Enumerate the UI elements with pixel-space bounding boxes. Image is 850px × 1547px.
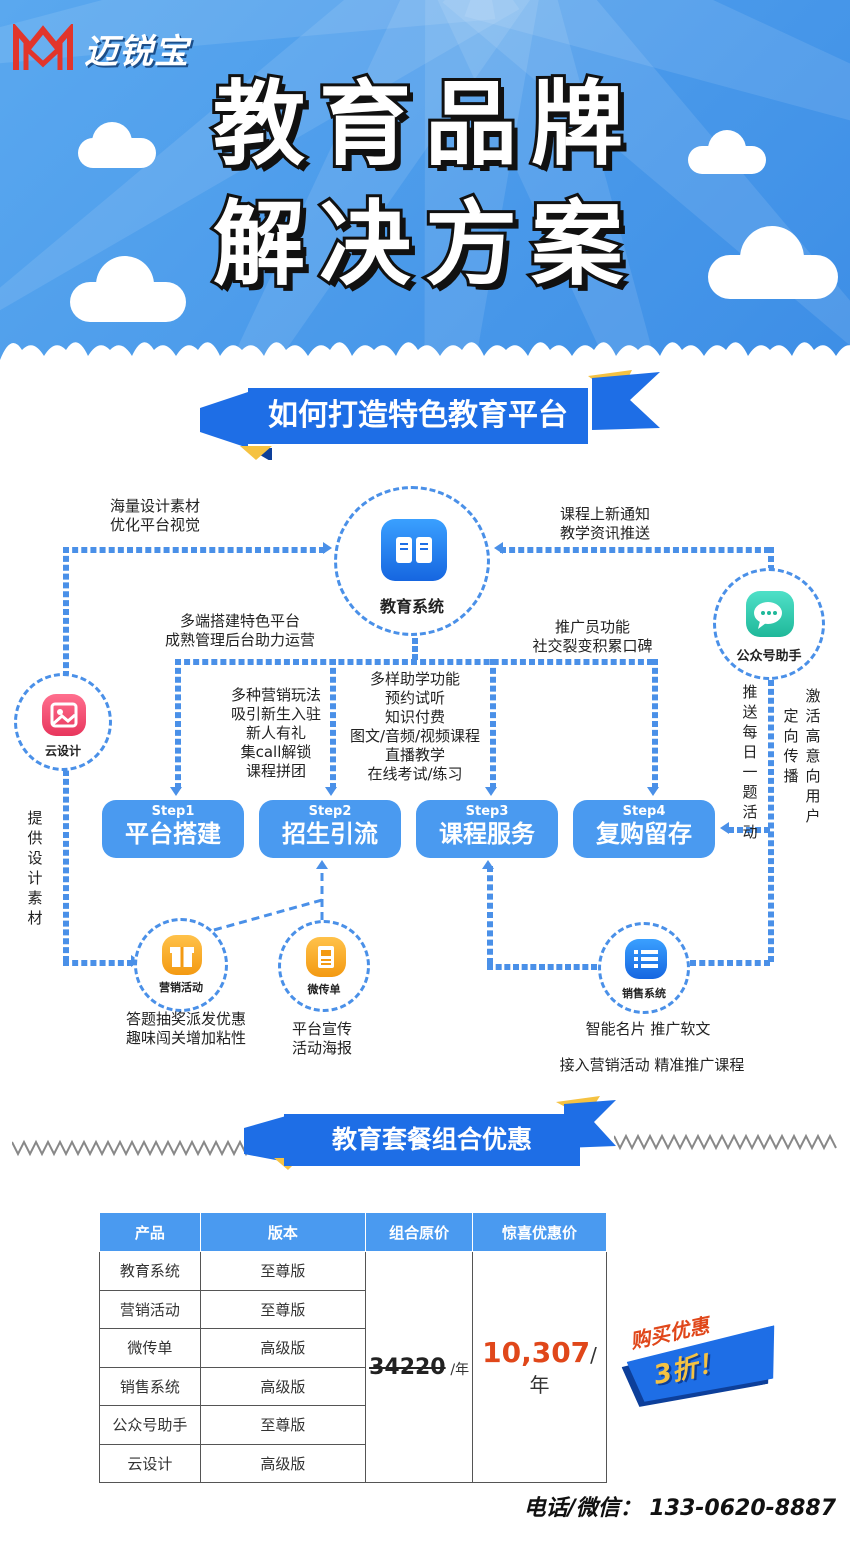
node-marketing-activity[interactable]: 营销活动 xyxy=(134,918,228,1012)
package-table: 产品 版本 组合原价 惊喜优惠价 教育系统 至尊版 34220 /年 10,30… xyxy=(99,1212,607,1483)
vertical-note-right-3: 激活高意向用户 xyxy=(805,687,821,825)
cell-sale-price: 10,307/年 xyxy=(472,1251,607,1483)
step-label: 课程服务 xyxy=(439,820,535,848)
section1-ribbon-decoration xyxy=(200,370,660,460)
hero-title-line1: 教育品牌 xyxy=(210,68,637,181)
note-left-top: 海量设计素材优化平台视觉 xyxy=(110,497,201,534)
step-3-box[interactable]: Step3 课程服务 xyxy=(416,800,558,858)
section2-title: 教育套餐组合优惠 xyxy=(284,1114,580,1166)
cell-version: 高级版 xyxy=(199,1328,367,1368)
contact-info: 电话/微信： 133-0620-8887 xyxy=(523,1496,836,1521)
cell-product: 云设计 xyxy=(99,1443,201,1483)
table-row: 教育系统 至尊版 34220 /年 10,307/年 xyxy=(99,1251,607,1483)
gift-icon xyxy=(162,935,202,975)
step-label: 平台搭建 xyxy=(125,820,221,848)
node-label: 云设计 xyxy=(44,744,81,758)
node-label: 微传单 xyxy=(307,983,341,996)
table-header-row: 产品 版本 组合原价 惊喜优惠价 xyxy=(99,1212,607,1252)
table-row: 公众号助手 至尊版 xyxy=(99,1405,607,1445)
flyer-icon xyxy=(306,937,346,977)
cell-product: 公众号助手 xyxy=(99,1405,201,1445)
cell-product: 销售系统 xyxy=(99,1366,201,1406)
node-label: 销售系统 xyxy=(622,987,666,1000)
node-label: 营销活动 xyxy=(159,981,203,994)
node-micro-flyer[interactable]: 微传单 xyxy=(278,920,370,1012)
step-4-box[interactable]: Step4 复购留存 xyxy=(573,800,715,858)
node-sales-system[interactable]: 销售系统 xyxy=(598,922,690,1014)
brand-name: 迈锐宝 xyxy=(84,32,189,72)
step-tag: Step2 xyxy=(308,804,352,819)
chat-bubble-icon xyxy=(746,591,794,637)
col-header-original-price: 组合原价 xyxy=(365,1212,474,1252)
node-wechat-assistant[interactable]: 公众号助手 xyxy=(713,568,825,680)
step-label: 复购留存 xyxy=(596,820,692,848)
hero-banner: 迈锐宝 教育品牌 解决方案 xyxy=(0,0,850,370)
step3-features: 多样助学功能预约试听 知识付费图文/音频/视频课程 直播教学在线考试/练习 xyxy=(349,670,481,783)
cell-version: 至尊版 xyxy=(199,1405,367,1445)
sale-price: 10,307 xyxy=(482,1336,591,1369)
vertical-note-left: 提供设计素材 xyxy=(27,809,43,927)
original-price: 34220 xyxy=(369,1354,446,1380)
table-row: 销售系统 高级版 xyxy=(99,1366,607,1406)
col-header-product: 产品 xyxy=(99,1212,201,1252)
step-2-box[interactable]: Step2 招生引流 xyxy=(259,800,401,858)
cell-version: 高级版 xyxy=(199,1366,367,1406)
note-right-top: 课程上新通知教学资讯推送 xyxy=(560,505,651,542)
section1-title: 如何打造特色教育平台 xyxy=(248,388,588,444)
step-tag: Step3 xyxy=(465,804,509,819)
original-price-unit: /年 xyxy=(450,1361,470,1378)
node-label: 公众号助手 xyxy=(736,649,802,664)
step-1-box[interactable]: Step1 平台搭建 xyxy=(102,800,244,858)
brand-logo-icon xyxy=(13,24,73,70)
step-tag: Step1 xyxy=(151,804,195,819)
marketing-note: 答题抽奖派发优惠趣味闯关增加粘性 xyxy=(125,1010,246,1047)
note-center-right: 推广员功能社交裂变积累口碑 xyxy=(532,618,653,655)
cell-version: 至尊版 xyxy=(199,1251,367,1291)
book-icon xyxy=(381,519,447,581)
note-center-left: 多端搭建特色平台成熟管理后台助力运营 xyxy=(164,612,315,649)
step2-features: 多种营销玩法吸引新生入驻 新人有礼集call解锁 课程拼团 xyxy=(230,686,321,780)
cell-original-price: 34220 /年 xyxy=(365,1251,474,1483)
col-header-version: 版本 xyxy=(199,1212,367,1252)
discount-badge: 购买优惠 3折！ xyxy=(613,1293,800,1426)
cell-product: 微传单 xyxy=(99,1328,201,1368)
flyer-note: 平台宣传活动海报 xyxy=(291,1020,352,1057)
vertical-note-right-2: 定向传播 xyxy=(783,707,799,785)
table-row: 云设计 高级版 xyxy=(99,1443,607,1483)
sale-price-unit: /年 xyxy=(529,1343,597,1397)
cell-version: 至尊版 xyxy=(199,1289,367,1329)
table-row: 营销活动 至尊版 xyxy=(99,1289,607,1329)
col-header-sale-price: 惊喜优惠价 xyxy=(472,1212,607,1252)
wavy-divider-right xyxy=(614,1133,837,1151)
sales-note-1: 智能名片 推广软文 xyxy=(585,1020,711,1038)
step-tag: Step4 xyxy=(622,804,666,819)
node-cloud-design[interactable]: 云设计 xyxy=(14,673,112,771)
cell-version: 高级版 xyxy=(199,1443,367,1483)
vertical-note-right-1: 推送每日一题活动 xyxy=(742,683,758,841)
cell-product: 营销活动 xyxy=(99,1289,201,1329)
sales-note-2: 接入营销活动 精准推广课程 xyxy=(559,1056,745,1074)
step-label: 招生引流 xyxy=(282,820,378,848)
table-row: 微传单 高级版 xyxy=(99,1328,607,1368)
wavy-divider-left xyxy=(12,1139,252,1157)
list-icon xyxy=(625,939,667,979)
hero-title-line2: 解决方案 xyxy=(210,188,637,301)
node-label: 教育系统 xyxy=(379,597,444,616)
image-icon xyxy=(42,694,86,736)
node-education-system[interactable]: 教育系统 xyxy=(334,486,490,636)
cell-product: 教育系统 xyxy=(99,1251,201,1291)
